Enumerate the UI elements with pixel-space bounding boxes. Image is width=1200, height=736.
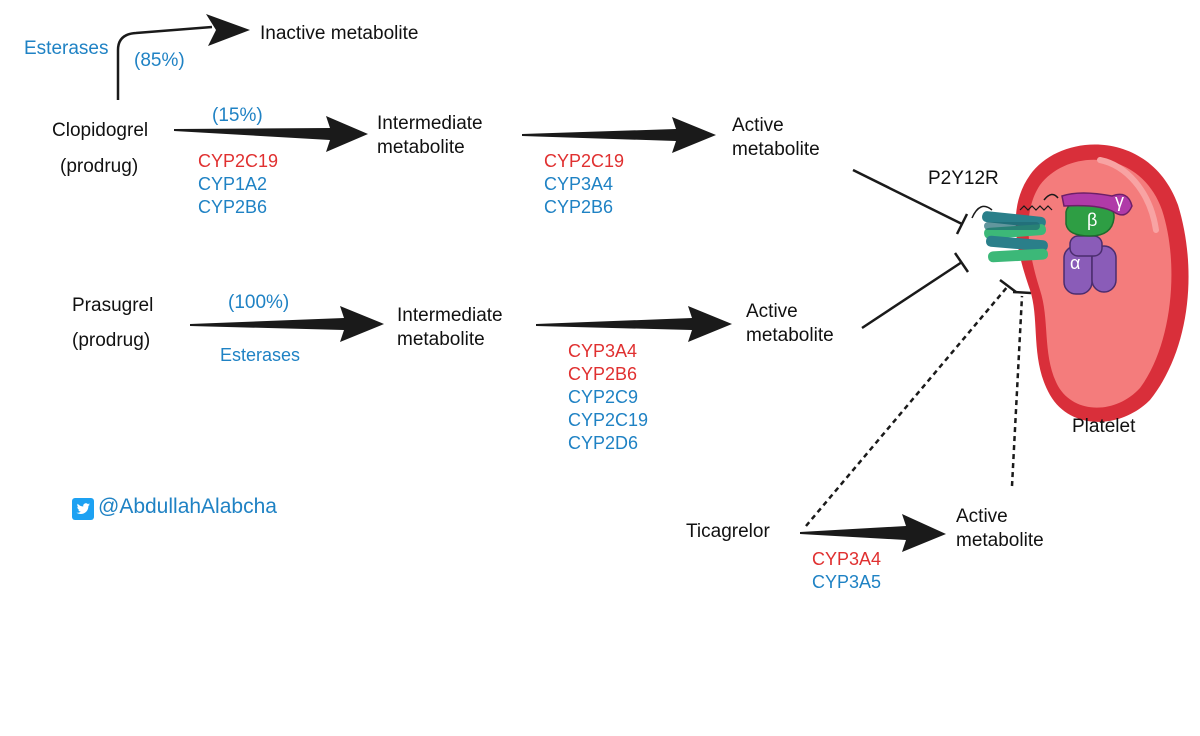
prasugrel-prodrug: (prodrug)	[72, 330, 151, 351]
inactive-metabolite-label: Inactive metabolite	[260, 23, 419, 44]
prasugrel-step2-enzymes: CYP3A4 CYP2B6 CYP2C9 CYP2C19 CYP2D6	[568, 340, 648, 455]
enzyme-label: CYP3A4	[544, 174, 614, 194]
enzyme-label: CYP1A2	[198, 174, 268, 194]
g-protein	[1061, 192, 1133, 295]
prasugrel-active-line1: Active	[746, 301, 798, 322]
dotted-line-active-metabolite	[1010, 295, 1024, 487]
inhibition-line-prasugrel	[861, 260, 963, 330]
arrow-clopidogrel-step2	[522, 117, 716, 153]
esterase-branch-line	[116, 25, 213, 100]
clopidogrel-prodrug: (prodrug)	[60, 156, 139, 177]
enzyme-label: CYP2C19	[198, 151, 279, 171]
arrow-prasugrel-step1	[190, 306, 384, 342]
enzyme-label: CYP3A4	[568, 341, 638, 361]
enzyme-label: CYP2C9	[568, 387, 639, 407]
clopidogrel-active-line1: Active	[732, 115, 784, 136]
twitter-handle[interactable]: @AbdullahAlabcha	[98, 495, 277, 518]
arrow-prasugrel-step2	[536, 306, 732, 342]
enzyme-label: CYP2B6	[544, 197, 614, 217]
clopidogrel-step1-enzymes: CYP2C19 CYP1A2 CYP2B6	[198, 150, 278, 219]
inhibition-bar-clopidogrel	[955, 213, 969, 235]
inhibition-bar-active-metabolite	[1012, 290, 1032, 295]
ticagrelor-enzymes: CYP3A4 CYP3A5	[812, 548, 881, 594]
beta-subunit-label: β	[1087, 210, 1098, 230]
inhibition-bar-ticagrelor	[999, 279, 1017, 293]
clopidogrel-name: Clopidogrel	[52, 120, 149, 141]
clopidogrel-intermediate-line2: metabolite	[377, 137, 465, 158]
p2y12r-label: P2Y12R	[928, 168, 999, 189]
p2y12-receptor	[971, 193, 1059, 263]
prasugrel-active-line2: metabolite	[746, 325, 834, 346]
enzyme-label: CYP2B6	[568, 364, 638, 384]
enzyme-label: CYP2C19	[568, 410, 649, 430]
prasugrel-intermediate-line2: metabolite	[397, 329, 485, 350]
inhibition-line-clopidogrel	[852, 168, 963, 226]
enzyme-label: CYP2D6	[568, 433, 639, 453]
prasugrel-name: Prasugrel	[72, 295, 154, 316]
clopidogrel-active-line2: metabolite	[732, 139, 820, 160]
prasugrel-esterases: Esterases	[220, 345, 301, 365]
clopidogrel-step2-enzymes: CYP2C19 CYP3A4 CYP2B6	[544, 150, 624, 219]
enzyme-label: CYP2B6	[198, 197, 268, 217]
clopidogrel-pct-active: (15%)	[212, 105, 263, 126]
ticagrelor-name: Ticagrelor	[686, 521, 770, 542]
ticagrelor-active-line2: metabolite	[956, 530, 1044, 551]
prasugrel-intermediate-line1: Intermediate	[397, 305, 503, 326]
arrow-clopidogrel-step1	[174, 116, 368, 152]
alpha-subunit-label: α	[1070, 253, 1081, 273]
prasugrel-pct: (100%)	[228, 292, 290, 313]
clopidogrel-esterases-label: Esterases	[24, 38, 109, 59]
enzyme-label: CYP3A4	[812, 549, 882, 569]
arrow-inactive	[206, 14, 250, 46]
inhibition-bar-prasugrel	[953, 252, 970, 273]
enzyme-label: CYP3A5	[812, 572, 882, 592]
arrow-ticagrelor	[800, 514, 946, 552]
platelet-label: Platelet	[1072, 416, 1136, 437]
clopidogrel-pct-inactive: (85%)	[134, 50, 185, 71]
enzyme-label: CYP2C19	[544, 151, 625, 171]
clopidogrel-intermediate-line1: Intermediate	[377, 113, 483, 134]
twitter-bird-icon	[72, 498, 94, 520]
ticagrelor-active-line1: Active	[956, 506, 1008, 527]
dotted-line-ticagrelor	[805, 285, 1009, 527]
gamma-subunit-label: γ	[1115, 191, 1124, 211]
